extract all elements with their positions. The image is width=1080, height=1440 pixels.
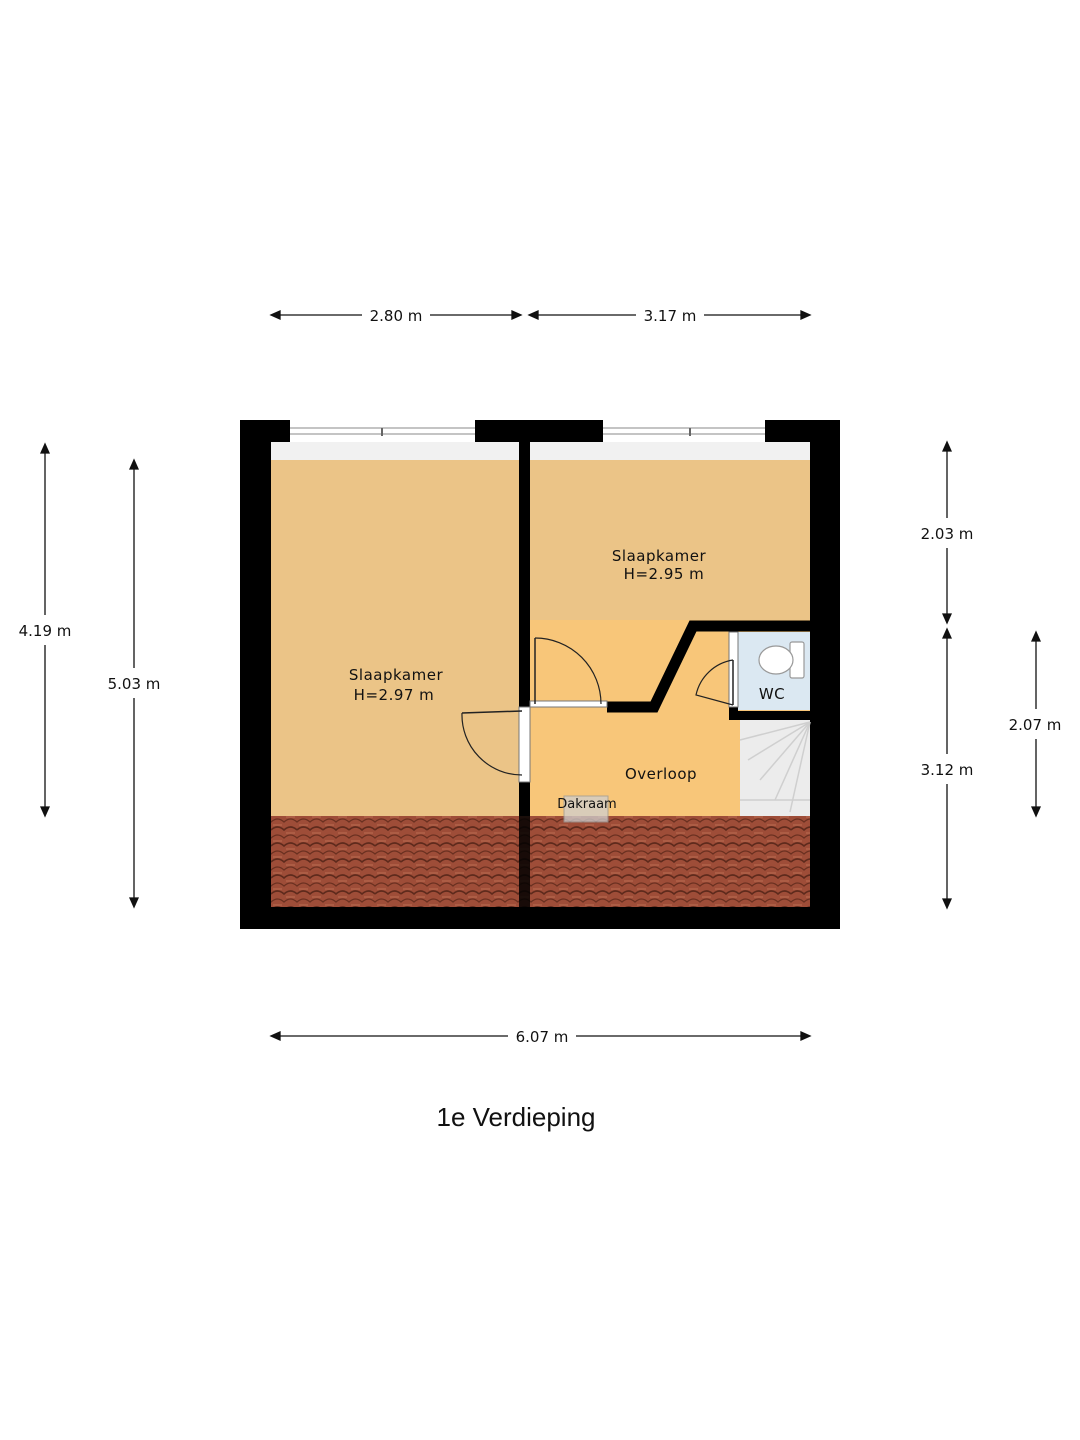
bedroom-left-floor xyxy=(271,460,519,816)
wall-wc-bottom xyxy=(729,711,810,720)
window-sill-left xyxy=(271,442,519,460)
toilet-icon xyxy=(758,641,805,679)
bedroom-left-height: H=2.97 m xyxy=(354,686,435,704)
door-wc xyxy=(695,631,739,708)
skylight-name: Dakraam xyxy=(557,797,616,812)
roof-tiles xyxy=(271,816,810,907)
wc-name: WC xyxy=(759,685,785,703)
window-sill-right xyxy=(530,442,810,460)
dim-right-lower: 3.12 m xyxy=(921,761,974,779)
bedroom-left-name: Slaapkamer xyxy=(349,666,444,684)
bedroom-right-floor xyxy=(530,460,810,620)
dim-left-inner: 5.03 m xyxy=(108,675,161,693)
dimension-lines xyxy=(39,309,1042,1042)
dim-right-upper: 2.03 m xyxy=(921,525,974,543)
skylight-icon xyxy=(563,795,609,823)
floor-title: 1e Verdieping xyxy=(436,1102,595,1132)
stair-steps xyxy=(739,721,811,813)
door-left-bedroom xyxy=(461,706,531,783)
window-left xyxy=(290,420,475,442)
dim-top-right: 3.17 m xyxy=(644,307,697,325)
door-right-bedroom xyxy=(529,637,608,708)
wall-landing-angle xyxy=(607,620,810,713)
dim-top-left: 2.80 m xyxy=(370,307,423,325)
dim-right-far: 2.07 m xyxy=(1009,716,1062,734)
bedroom-right-height: H=2.95 m xyxy=(624,565,705,583)
landing-name: Overloop xyxy=(625,765,697,783)
bedroom-right-name: Slaapkamer xyxy=(612,547,707,565)
window-right xyxy=(603,420,765,442)
dim-left-outer: 4.19 m xyxy=(19,622,72,640)
roof-divider xyxy=(519,816,530,907)
wall-center xyxy=(519,442,530,707)
dim-bottom: 6.07 m xyxy=(516,1028,569,1046)
